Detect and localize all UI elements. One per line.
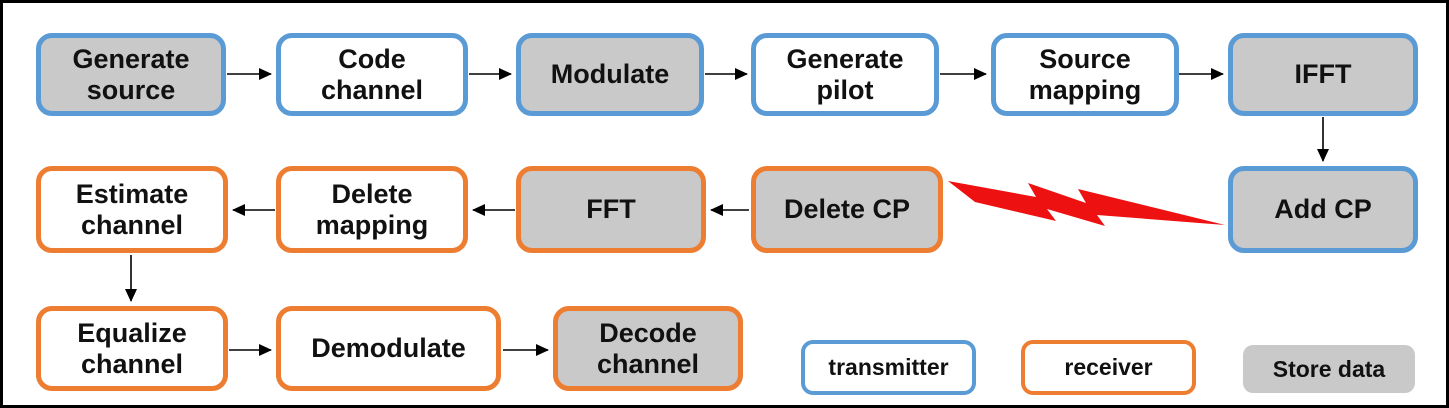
block-generate-pilot: Generate pilot <box>751 33 939 116</box>
block-equalize-channel: Equalize channel <box>36 306 228 391</box>
block-delete-mapping: Delete mapping <box>276 166 468 253</box>
block-demodulate: Demodulate <box>276 306 501 391</box>
legend-transmitter: transmitter <box>801 340 976 395</box>
block-decode-channel: Decode channel <box>553 306 743 391</box>
legend-receiver: receiver <box>1021 340 1196 395</box>
block-fft: FFT <box>516 166 706 253</box>
block-estimate-channel: Estimate channel <box>36 166 228 253</box>
lightning-bolt-icon <box>948 181 1225 226</box>
block-code-channel: Code channel <box>276 33 468 116</box>
block-delete-cp: Delete CP <box>751 166 943 253</box>
block-source-mapping: Source mapping <box>991 33 1179 116</box>
block-add-cp: Add CP <box>1228 166 1418 253</box>
block-modulate: Modulate <box>516 33 704 116</box>
block-ifft: IFFT <box>1228 33 1418 116</box>
legend-store-data: Store data <box>1243 345 1415 393</box>
block-generate-source: Generate source <box>36 33 226 116</box>
